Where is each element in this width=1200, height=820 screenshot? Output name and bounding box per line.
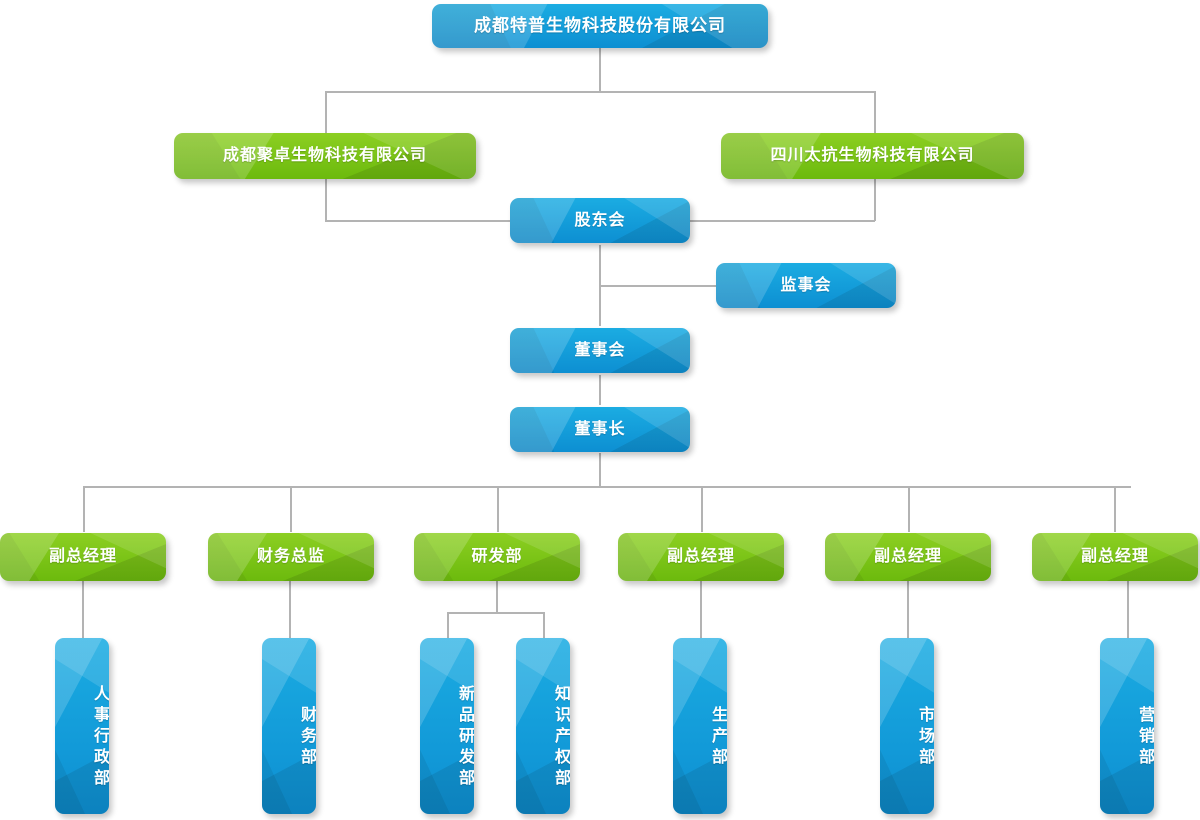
node-company[interactable]: 成都特普生物科技股份有限公司 [432,4,768,48]
node-chairman[interactable]: 董事长 [510,407,690,452]
connector-rd-leg-left [447,612,449,638]
connector-dept-finance [289,581,291,638]
connector-chairman-stem [599,453,601,487]
node-board-of-directors[interactable]: 董事会 [510,328,690,373]
node-management-label: 副总经理 [48,548,117,565]
connector-company-stem [599,48,601,92]
node-management-cfo[interactable]: 财务总监 [208,533,374,581]
node-management-label: 研发部 [471,548,523,565]
connector-shareholders-left [325,220,511,222]
node-management-deputy-gm-3[interactable]: 副总经理 [825,533,991,581]
connector-management-leg-1 [83,486,85,532]
connector-shareholders-right [690,220,875,222]
node-department-hr-admin[interactable]: 人事行政部 [55,638,109,814]
node-subsidiary-right-label: 四川太抗生物科技有限公司 [770,147,975,164]
connector-dept-market [907,581,909,638]
connector-management-bar [83,486,1131,488]
node-department-label: 人事行政部 [91,684,108,790]
connector-dept-hr [82,581,84,638]
node-management-deputy-gm-2[interactable]: 副总经理 [618,533,784,581]
connector-subsidiary-bar [325,91,875,93]
node-shareholders-meeting[interactable]: 股东会 [510,198,690,243]
connector-management-leg-6 [1114,486,1116,532]
node-department-intellectual-property[interactable]: 知识产权部 [516,638,570,814]
connector-management-leg-2 [290,486,292,532]
connector-dept-sales [1127,581,1129,638]
node-management-label: 财务总监 [256,548,325,565]
node-department-sales[interactable]: 营销部 [1100,638,1154,814]
node-department-production[interactable]: 生产部 [673,638,727,814]
node-department-label: 知识产权部 [552,684,569,790]
node-department-market[interactable]: 市场部 [880,638,934,814]
connector-directors-stem [599,375,601,405]
node-department-label: 生产部 [709,705,726,769]
node-subsidiary-right[interactable]: 四川太抗生物科技有限公司 [721,133,1024,179]
node-board-of-supervisors[interactable]: 监事会 [716,263,896,308]
connector-rd-bar [447,612,544,614]
node-management-label: 副总经理 [666,548,735,565]
node-management-label: 副总经理 [1080,548,1149,565]
connector-rd-stem [496,581,498,613]
connector-management-leg-4 [701,486,703,532]
node-shareholders-meeting-label: 股东会 [574,211,626,229]
connector-supervisors-branch [599,285,717,287]
connector-dept-production [700,581,702,638]
node-management-deputy-gm-1[interactable]: 副总经理 [0,533,166,581]
node-department-label: 新品研发部 [456,684,473,790]
node-management-rd[interactable]: 研发部 [414,533,580,581]
node-company-label: 成都特普生物科技股份有限公司 [474,16,726,36]
connector-rd-leg-right [543,612,545,638]
node-department-new-product-rd[interactable]: 新品研发部 [420,638,474,814]
node-subsidiary-left[interactable]: 成都聚卓生物科技有限公司 [174,133,476,179]
node-subsidiary-left-label: 成都聚卓生物科技有限公司 [222,147,427,164]
node-management-deputy-gm-4[interactable]: 副总经理 [1032,533,1198,581]
node-department-label: 营销部 [1136,705,1153,769]
connector-management-leg-5 [908,486,910,532]
node-department-label: 市场部 [916,705,933,769]
node-chairman-label: 董事长 [574,420,626,438]
node-department-finance[interactable]: 财务部 [262,638,316,814]
node-board-of-supervisors-label: 监事会 [780,276,832,294]
node-department-label: 财务部 [298,705,315,769]
node-board-of-directors-label: 董事会 [574,341,626,359]
node-management-label: 副总经理 [873,548,942,565]
connector-management-leg-3 [497,486,499,532]
